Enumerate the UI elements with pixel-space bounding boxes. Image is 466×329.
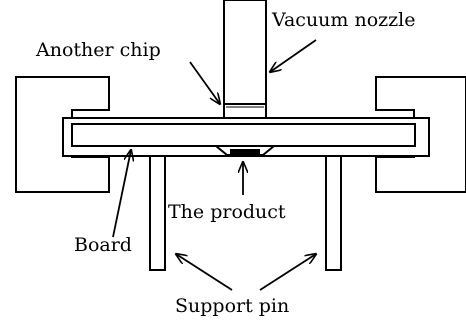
arrow-support-pin-left [176,254,233,291]
label-board: Board [74,234,132,256]
label-another-chip: Another chip [35,39,161,61]
support-pin-right [325,146,342,271]
support-pin-left [149,146,166,271]
arrow-board [112,150,131,238]
board-inner [71,123,416,147]
arrow-vacuum-nozzle [270,39,317,72]
label-support-pin: Support pin [175,295,289,317]
another-chip [223,103,267,119]
product-die [230,149,260,155]
label-the-product: The product [168,201,286,223]
vacuum-nozzle [223,0,267,105]
label-vacuum-nozzle: Vacuum nozzle [271,9,416,31]
arrow-support-pin-right [259,254,316,291]
arrow-another-chip [189,61,220,104]
